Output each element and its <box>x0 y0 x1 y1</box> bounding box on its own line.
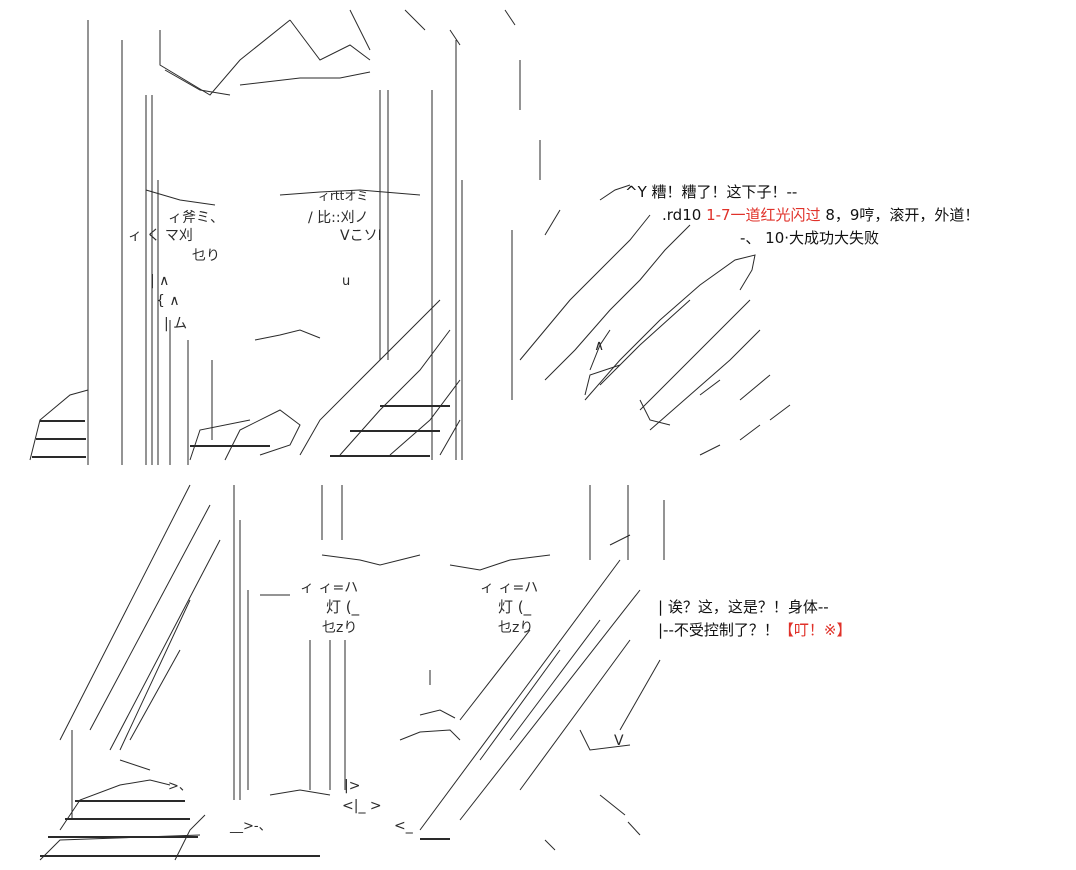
dialogue-top-line-2: .rd10 1-7一道红光闪过 8，9哼，滚开，外道！ <box>662 206 979 224</box>
art-glyph: { ∧ <box>156 293 180 309</box>
dice-roll-prefix: .rd10 <box>662 206 707 224</box>
art-glyph: ィrttオミ <box>318 189 368 203</box>
art-glyph: 灯 (_ <box>498 598 532 617</box>
art-glyph: ィ く マ刈 <box>128 228 193 244</box>
art-glyph: >、 <box>168 779 192 794</box>
art-glyph: |> <box>344 778 360 794</box>
art-glyph: ィ ィ=ハ <box>300 580 358 596</box>
art-glyph: VこソI <box>340 228 382 244</box>
art-glyph: ィ斧ミ、 <box>168 210 224 226</box>
dialogue-bottom-line-2-text: |--不受控制了？！ <box>658 621 779 639</box>
art-glyph: ∧ <box>594 338 604 354</box>
art-glyph: 乜zり <box>322 620 357 636</box>
dice-roll-result: 1-7一道红光闪过 <box>706 206 821 224</box>
art-glyph: <|_ > <box>342 798 382 814</box>
art-glyph: 乜り <box>192 248 220 264</box>
system-notice: 【叮！※】 <box>778 621 852 639</box>
art-glyph: 乜zり <box>498 620 533 636</box>
art-glyph: u <box>342 274 350 289</box>
dialogue-top-line-2-suffix: 8，9哼，滚开，外道！ <box>820 206 980 224</box>
art-glyph: | ∧ <box>150 273 169 289</box>
art-glyph: __>-、 <box>229 819 272 834</box>
art-glyph: 灯 (_ <box>326 598 360 617</box>
art-glyph: <_ <box>394 818 414 834</box>
dialogue-top-line-1: ^Y 糟！糟了！这下子！-- <box>625 183 798 201</box>
art-glyph: V <box>614 733 624 749</box>
art-glyph: / 比::刈ノ <box>308 210 369 226</box>
dialogue-bottom-line-2: |--不受控制了？！【叮！※】 <box>658 621 851 639</box>
art-glyph: ィ ィ=ハ <box>480 580 538 596</box>
dialogue-bottom-line-1: | 诶？这，这是？！身体-- <box>658 598 829 616</box>
art-glyph: | ム <box>164 316 187 332</box>
dialogue-top-line-3: -、 10·大成功大失败 <box>740 229 880 247</box>
